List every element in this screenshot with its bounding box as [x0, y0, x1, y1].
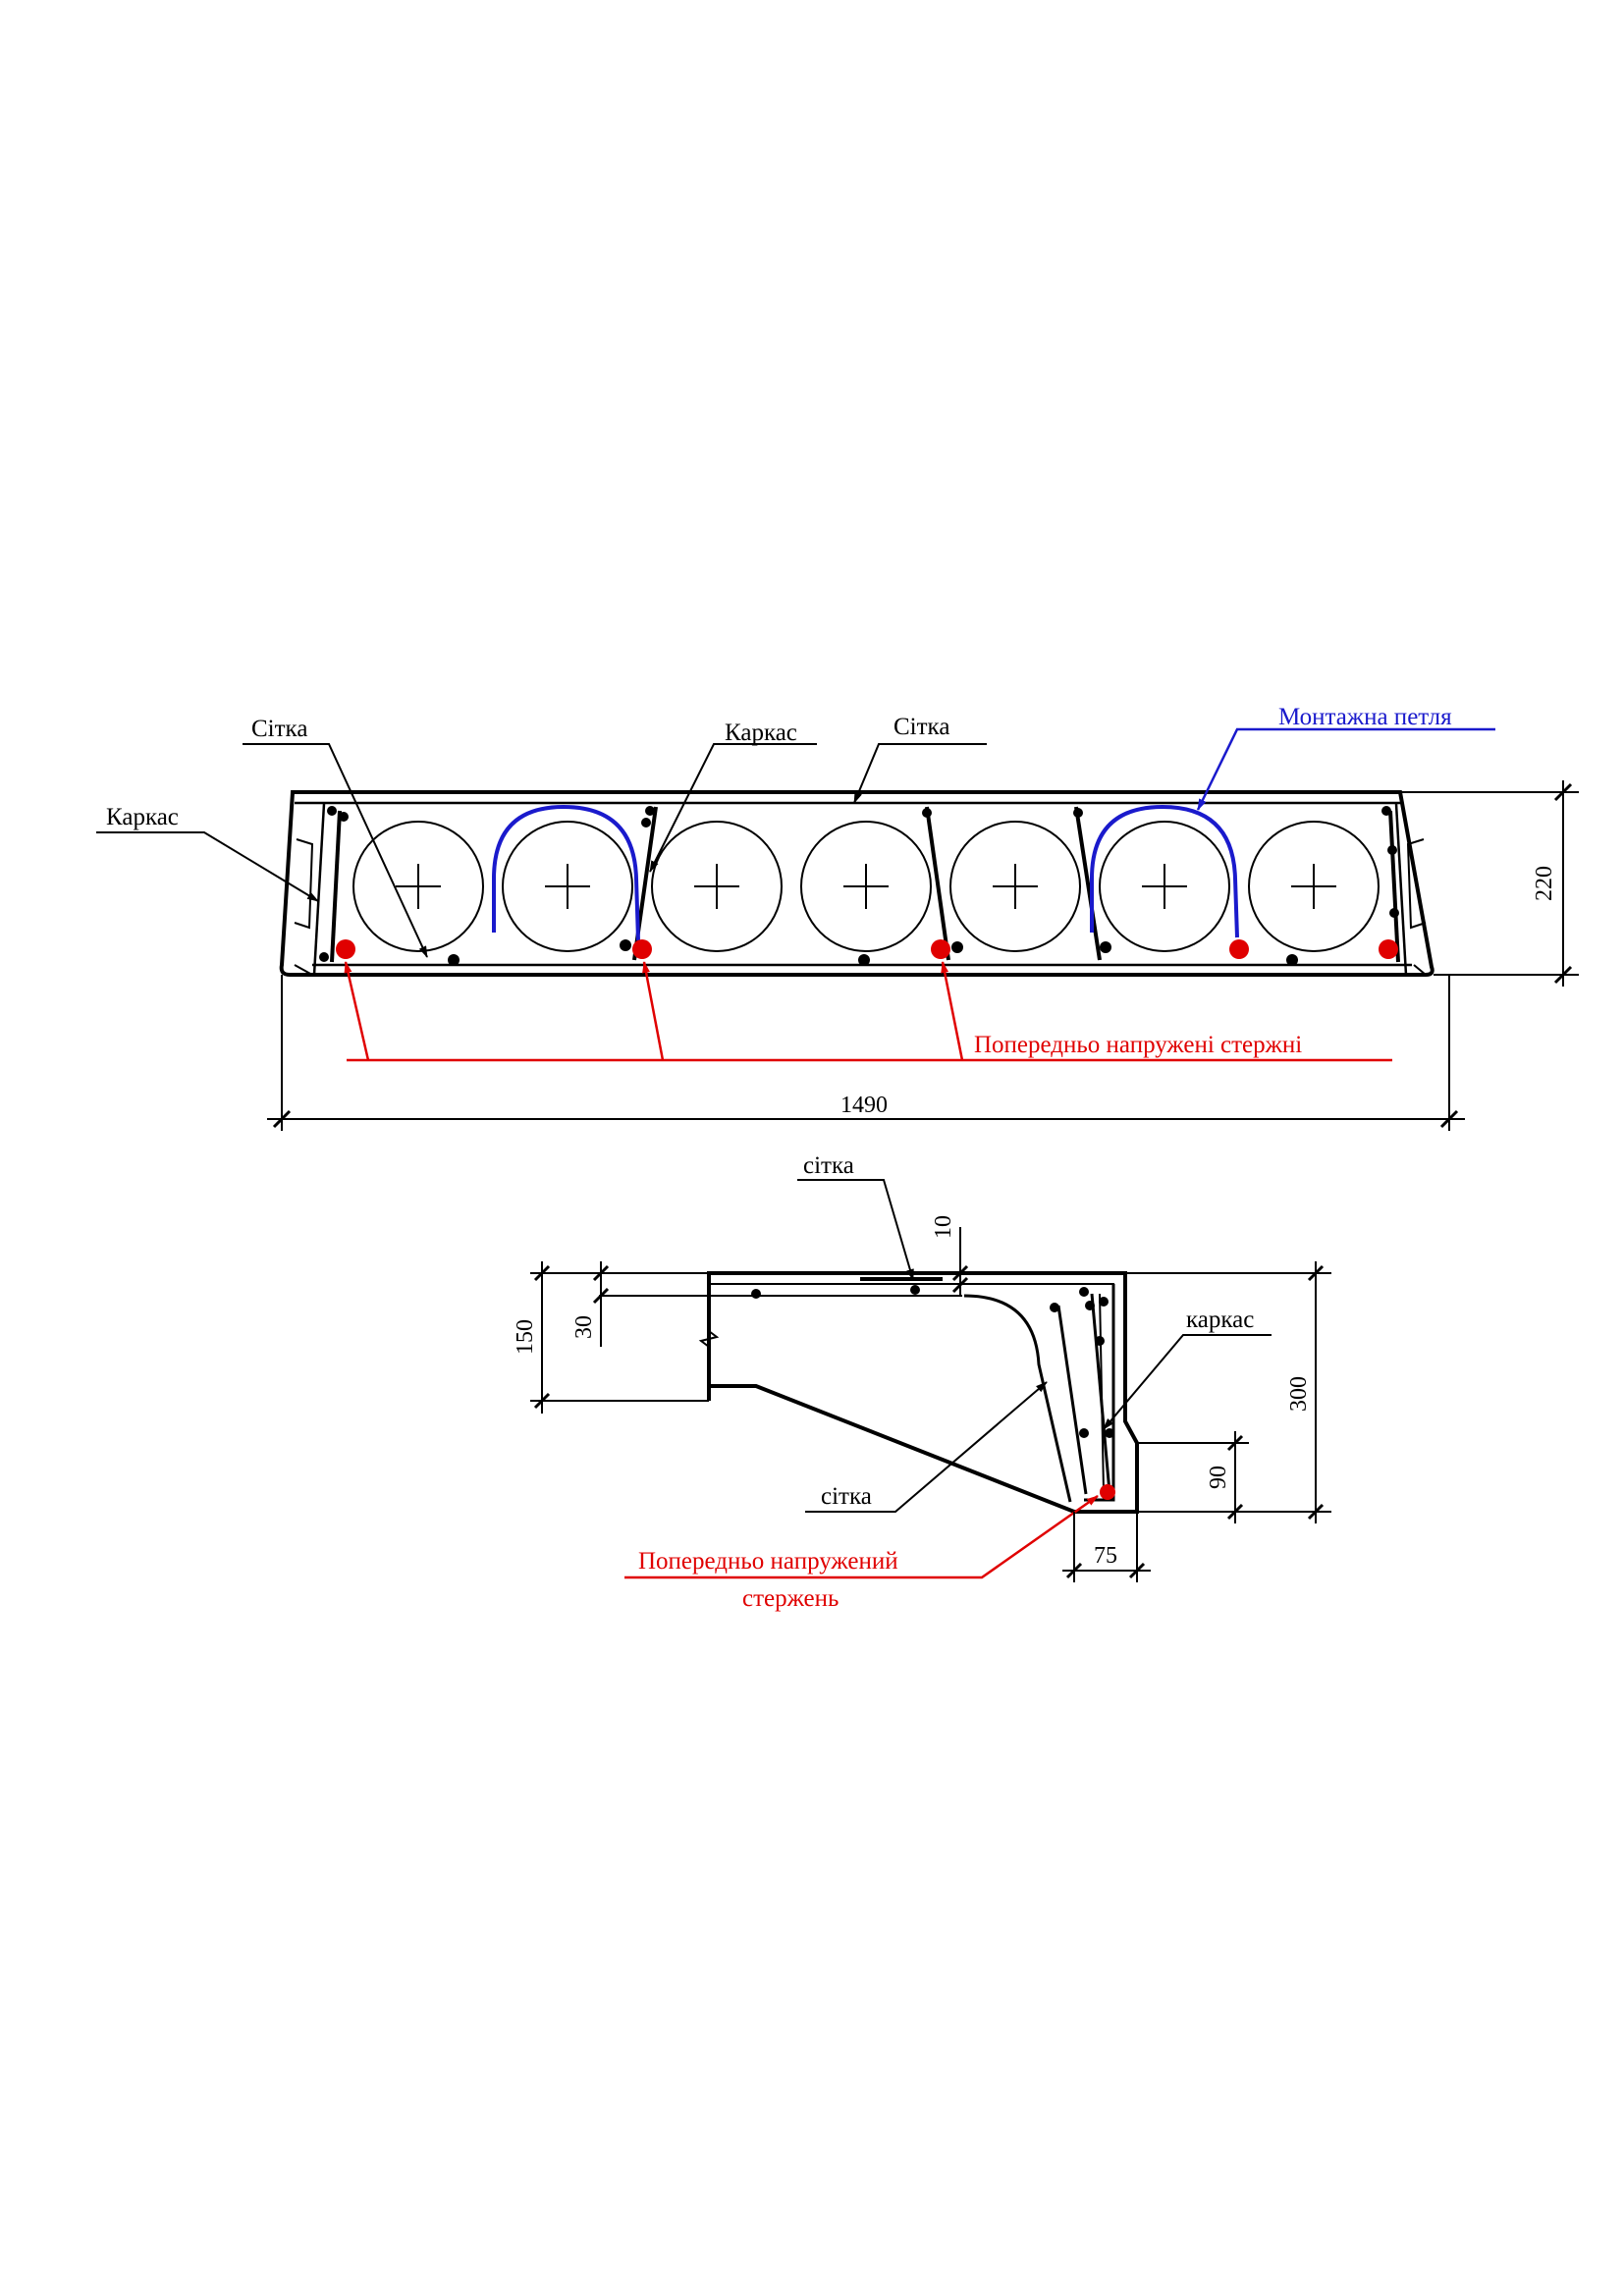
label-prestressed-rods: Попередньо напружені стержні	[974, 1032, 1302, 1058]
label-karkas-left: Каркас	[106, 804, 179, 830]
leader-karkas-middle	[649, 743, 817, 873]
dimensions-drawing-2	[530, 1227, 1331, 1582]
leader-sitka-left	[243, 743, 428, 958]
detail-outline	[707, 1271, 1139, 1514]
void-2	[502, 821, 633, 952]
void-1	[352, 821, 484, 952]
leader-sitka-top	[853, 743, 987, 804]
mounting-loops	[492, 804, 1239, 941]
mounting-loop-2	[1090, 804, 1239, 938]
label-sitka-left: Сітка	[251, 716, 307, 742]
leader-karkas-left	[96, 831, 319, 902]
dim-75: 75	[1094, 1543, 1117, 1569]
dim-1490: 1490	[840, 1093, 888, 1118]
label-prestressed-detail-1: Попередньо напружений	[638, 1548, 898, 1575]
label-karkas-middle: Каркас	[725, 720, 797, 746]
soffit-mesh	[963, 1294, 1072, 1503]
slab-voids	[352, 821, 1380, 952]
void-3	[651, 821, 783, 952]
leaders-drawing-2	[624, 1179, 1272, 1579]
text-drawing-1: Сітка Каркас Сітка Монтажна петля Каркас…	[106, 704, 1557, 1118]
mounting-loop-1	[492, 804, 640, 941]
frame-4	[1074, 806, 1102, 961]
leaders-drawing-1	[96, 727, 1495, 1062]
text-drawing-2: сітка каркас сітка Попередньо напружений…	[513, 1152, 1312, 1612]
label-karkas-detail: каркас	[1186, 1307, 1254, 1333]
frame-left	[330, 810, 342, 963]
slab-cross-section	[279, 790, 1435, 977]
edge-detail	[698, 1271, 1139, 1514]
void-4	[800, 821, 932, 952]
dim-220: 220	[1532, 866, 1557, 901]
dim-10: 10	[931, 1215, 956, 1239]
label-mounting-loop: Монтажна петля	[1278, 704, 1452, 730]
label-prestressed-detail-2: стержень	[742, 1585, 839, 1612]
void-5	[949, 821, 1081, 952]
slab-outline	[279, 790, 1435, 977]
void-7	[1248, 821, 1380, 952]
dim-150: 150	[513, 1319, 538, 1355]
dim-30: 30	[571, 1315, 597, 1339]
void-6	[1099, 821, 1230, 952]
dim-90: 90	[1206, 1466, 1231, 1489]
leader-karkas-detail	[1103, 1334, 1272, 1430]
rebar-dots	[319, 806, 1399, 966]
label-sitka-top-detail: сітка	[803, 1152, 854, 1179]
leader-sitka-top-detail	[797, 1179, 914, 1281]
label-sitka-bottom-detail: сітка	[821, 1483, 872, 1510]
leader-mounting-loop	[1196, 727, 1495, 811]
leader-sitka-bottom-detail	[805, 1381, 1048, 1513]
label-sitka-top: Сітка	[893, 714, 949, 740]
prestressed-rods	[336, 939, 1398, 959]
frame-3	[925, 806, 950, 961]
leader-prestressed-detail	[624, 1494, 1099, 1579]
prestressed-rod-detail	[1100, 1484, 1115, 1500]
frame-right	[1388, 810, 1400, 963]
dim-300: 300	[1286, 1376, 1312, 1412]
dimensions-drawing-1	[267, 780, 1579, 1131]
